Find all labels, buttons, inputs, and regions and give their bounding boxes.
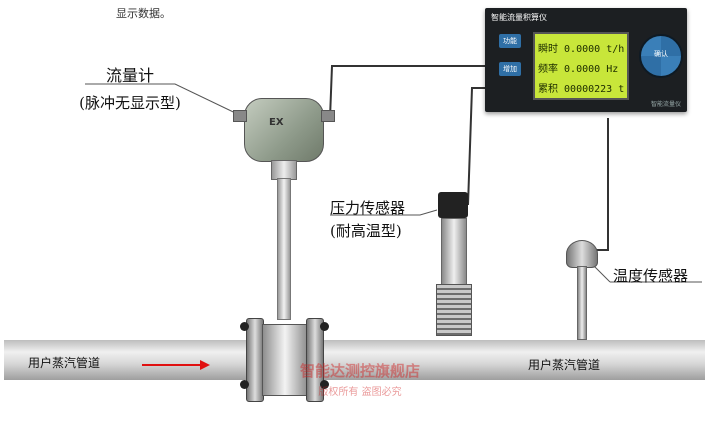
total-value: 00000223	[564, 84, 613, 95]
watermark: 智能达测控旗舰店 版权所有 盗图必究	[300, 360, 420, 398]
temperature-label: 温度传感器	[613, 267, 689, 285]
watermark-line2: 版权所有 盗图必究	[318, 387, 402, 398]
flow-direction-arrow	[142, 360, 210, 370]
wire-temperature	[593, 118, 609, 251]
pressure-cooling-fins	[436, 284, 472, 336]
pressure-caption: 压力传感器 (耐高温型)	[330, 197, 405, 241]
flowmeter-caption: 流量计 (脉冲无显示型)	[70, 62, 190, 113]
frequency-unit: Hz	[606, 64, 619, 75]
total-unit: t	[618, 84, 625, 95]
totalizer-brand: 智能流量仪	[650, 101, 681, 108]
wire-flowmeter	[329, 65, 485, 119]
total-label: 累积	[538, 84, 558, 95]
lcd-screen: 瞬时 0.0000 t/h 频率 0.0000 Hz 累积 00000223 t	[533, 32, 629, 100]
steam-pipe	[4, 340, 705, 380]
navigation-wheel[interactable]: 确认	[639, 34, 683, 78]
flange-right	[306, 318, 324, 402]
flowmeter-stem	[277, 178, 291, 320]
instant-flow-unit: t/h	[606, 44, 625, 55]
totalizer-title: 智能流量积算仪	[491, 13, 547, 22]
pressure-body	[441, 218, 467, 286]
frequency-label: 频率	[538, 64, 558, 75]
flange-bolt	[240, 322, 249, 331]
leader-flowmeter	[85, 83, 251, 121]
pressure-connector	[438, 192, 468, 218]
flowmeter-neck	[271, 160, 297, 180]
increase-button[interactable]: 增加	[499, 62, 521, 76]
instant-flow-value: 0.0000	[564, 44, 601, 55]
function-button[interactable]: 功能	[499, 34, 521, 48]
flowmeter-cable-gland-left	[233, 110, 247, 122]
flowmeter-cable-gland-right	[321, 110, 335, 122]
frequency-value: 0.0000	[564, 64, 601, 75]
instant-flow-label: 瞬时	[538, 44, 558, 55]
flange-bolt	[240, 380, 249, 389]
confirm-button[interactable]: 确认	[654, 50, 668, 58]
flow-totalizer: 智能流量积算仪 功能 增加 瞬时 0.0000 t/h 频率 0.0000 Hz…	[485, 8, 687, 112]
flowmeter-plate: EX	[269, 117, 284, 128]
pipe-right-label: 用户蒸汽管道	[528, 358, 601, 372]
pressure-label: 压力传感器	[330, 199, 406, 217]
wire-pressure	[467, 87, 485, 206]
pressure-sublabel: (耐高温型)	[330, 222, 402, 240]
flowmeter-body	[262, 324, 308, 396]
flange-bolt	[320, 380, 329, 389]
watermark-line1: 智能达测控旗舰店	[300, 362, 421, 380]
flowmeter-label: 流量计	[105, 66, 154, 85]
top-note: 显示数据。	[116, 7, 171, 20]
pipe-left-label: 用户蒸汽管道	[28, 356, 101, 370]
leader-pressure	[330, 209, 438, 216]
flange-bolt	[320, 322, 329, 331]
flowmeter-sublabel: (脉冲无显示型)	[79, 94, 181, 112]
temperature-head	[566, 240, 598, 268]
temperature-probe	[577, 266, 587, 340]
flowmeter-head: EX	[244, 98, 324, 162]
